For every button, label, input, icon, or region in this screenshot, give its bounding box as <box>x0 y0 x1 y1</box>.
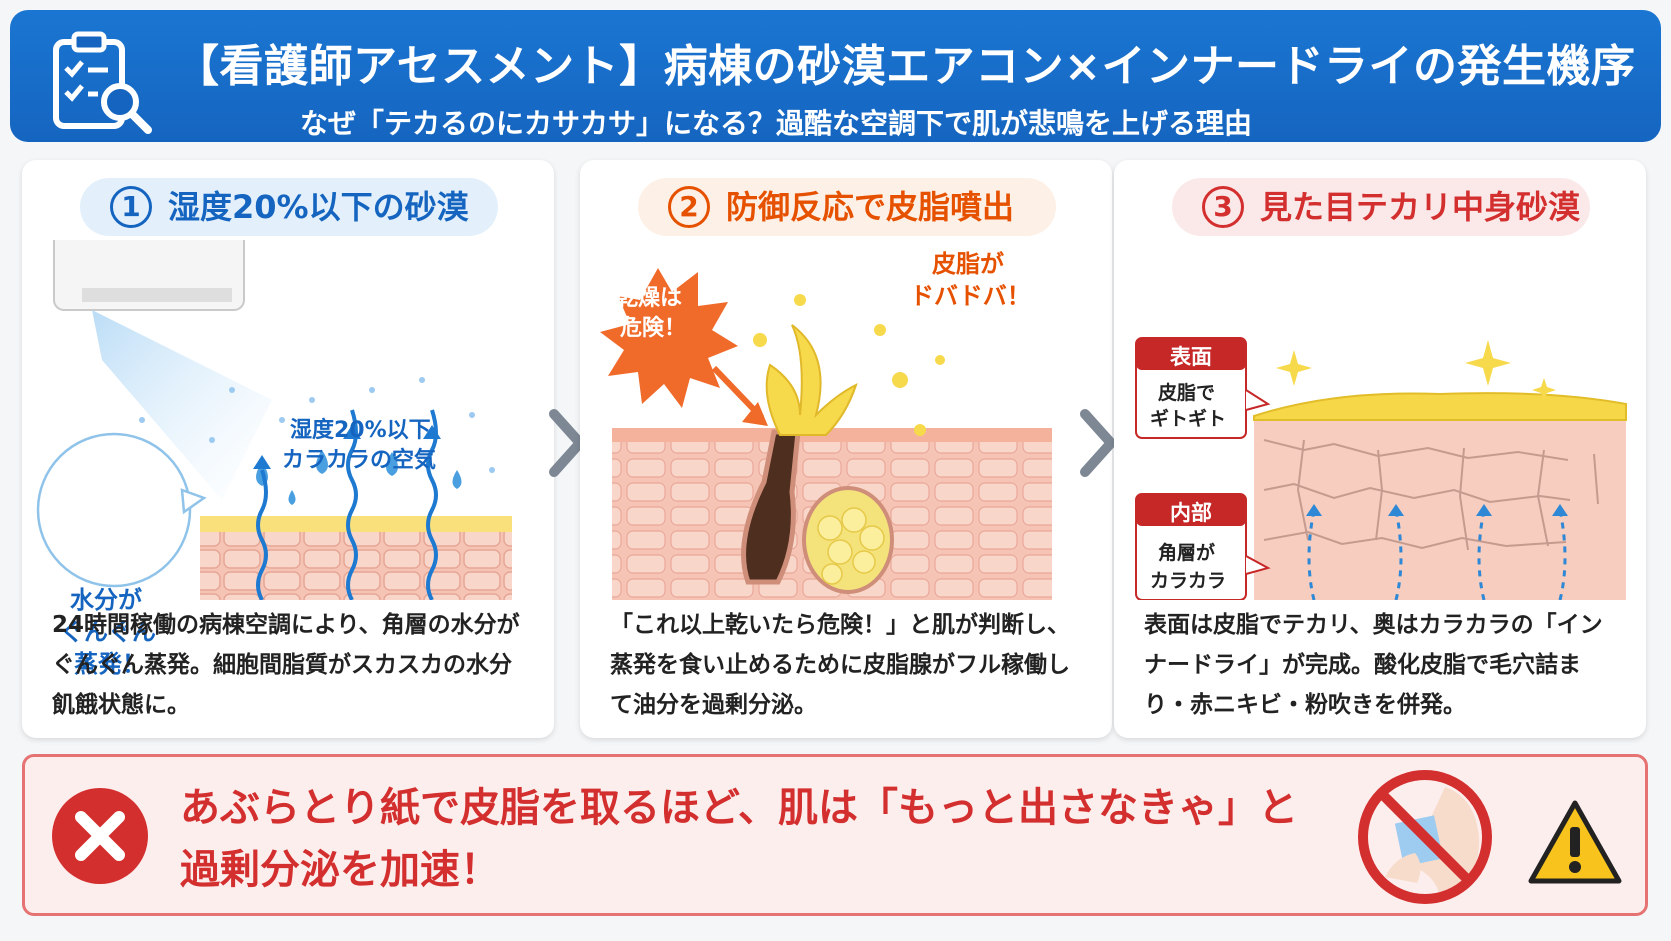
sparkle-icon <box>1276 340 1556 402</box>
inner-dry-illustration <box>1135 337 1627 600</box>
page-title: 【看護師アセスメント】病棟の砂漠エアコン×インナードライの発生機序 <box>175 41 1636 92</box>
step-3-number: 3 <box>1202 186 1244 228</box>
speech-bubble <box>36 432 207 588</box>
no-blotting-paper-icon <box>1358 770 1492 904</box>
panel-step-3: 3 見た目テカリ中身砂漠 <box>1114 160 1646 738</box>
bubble-line3: 蒸発！ <box>74 650 146 678</box>
warning-text: あぶらとり紙で皮脂を取るほど、肌は「もっと出さなきゃ」と 過剰分泌を加速！ <box>180 777 1330 901</box>
dry-air-illustration <box>36 240 512 600</box>
step-2-number: 2 <box>668 186 710 228</box>
step-3-description: 表面は皮脂でテカリ、奥はカラカラの「インナードライ」が完成。酸化皮脂で毛穴詰まり… <box>1144 612 1603 718</box>
page-subtitle: なぜ「テカるのにカサカサ」になる？過酷な空調下で肌が悲鳴を上げる理由 <box>300 107 1253 140</box>
chevron-right-icon <box>1080 409 1116 477</box>
step-1-description: 24時間稼働の病棟空調により、角層の水分がぐんぐん蒸発。細胞間脂質がスカスカの水… <box>52 612 520 718</box>
step-1-title: 1 湿度20%以下の砂漠 <box>80 178 498 236</box>
inner-tag: 内部 <box>1170 501 1212 525</box>
bubble-line1: 水分が <box>70 586 142 614</box>
surface-callout <box>1135 337 1271 439</box>
step-2-title-text: 防御反応で皮脂噴出 <box>726 188 1015 226</box>
warning-line2: 過剰分泌を加速！ <box>180 847 500 893</box>
caution-icon <box>1528 800 1622 884</box>
sebum-line2: ドバドバ！ <box>910 282 1031 310</box>
warning-banner: あぶらとり紙で皮脂を取るほど、肌は「もっと出さなきゃ」と 過剰分泌を加速！ <box>22 754 1648 916</box>
step-3-title: 3 見た目テカリ中身砂漠 <box>1172 178 1590 236</box>
cross-icon <box>52 788 148 884</box>
inner-line1: 角層が <box>1158 542 1216 564</box>
step-1-number: 1 <box>110 186 152 228</box>
surface-line2: ギトギト <box>1150 408 1227 430</box>
inner-callout <box>1135 493 1271 600</box>
header-banner: 【看護師アセスメント】病棟の砂漠エアコン×インナードライの発生機序 なぜ「テカる… <box>10 10 1661 142</box>
air-label-line2: カラカラの空気 <box>282 448 437 473</box>
clipboard-magnifier-icon <box>53 31 152 134</box>
inner-line2: カラカラ <box>1150 570 1227 592</box>
burst-line1: 乾燥は <box>616 286 683 311</box>
surface-line1: 皮脂で <box>1158 382 1216 404</box>
panel-step-1: 1 湿度20%以下の砂漠 <box>22 160 554 738</box>
sebum-line1: 皮脂が <box>932 250 1004 278</box>
surface-tag: 表面 <box>1170 345 1212 369</box>
sebum-gland-illustration <box>600 268 1052 600</box>
bubble-line2: ぐんぐん <box>60 618 156 646</box>
cracked-skin <box>1263 439 1599 551</box>
step-2-title: 2 防御反応で皮脂噴出 <box>638 178 1056 236</box>
burst-line2: 危険！ <box>620 316 687 341</box>
danger-burst-icon <box>600 268 738 408</box>
step-2-description: 「これ以上乾いたら危険！」と肌が判断し、蒸発を食い止めるために皮脂腺がフル稼働し… <box>610 612 1070 718</box>
step-3-title-text: 見た目テカリ中身砂漠 <box>1260 188 1581 226</box>
air-label-line1: 湿度20%以下 <box>290 418 431 443</box>
air-conditioner-icon <box>53 240 245 311</box>
warning-line1: あぶらとり紙で皮脂を取るほど、肌は「もっと出さなきゃ」と <box>180 785 1298 831</box>
step-1-title-text: 湿度20%以下の砂漠 <box>168 188 469 226</box>
